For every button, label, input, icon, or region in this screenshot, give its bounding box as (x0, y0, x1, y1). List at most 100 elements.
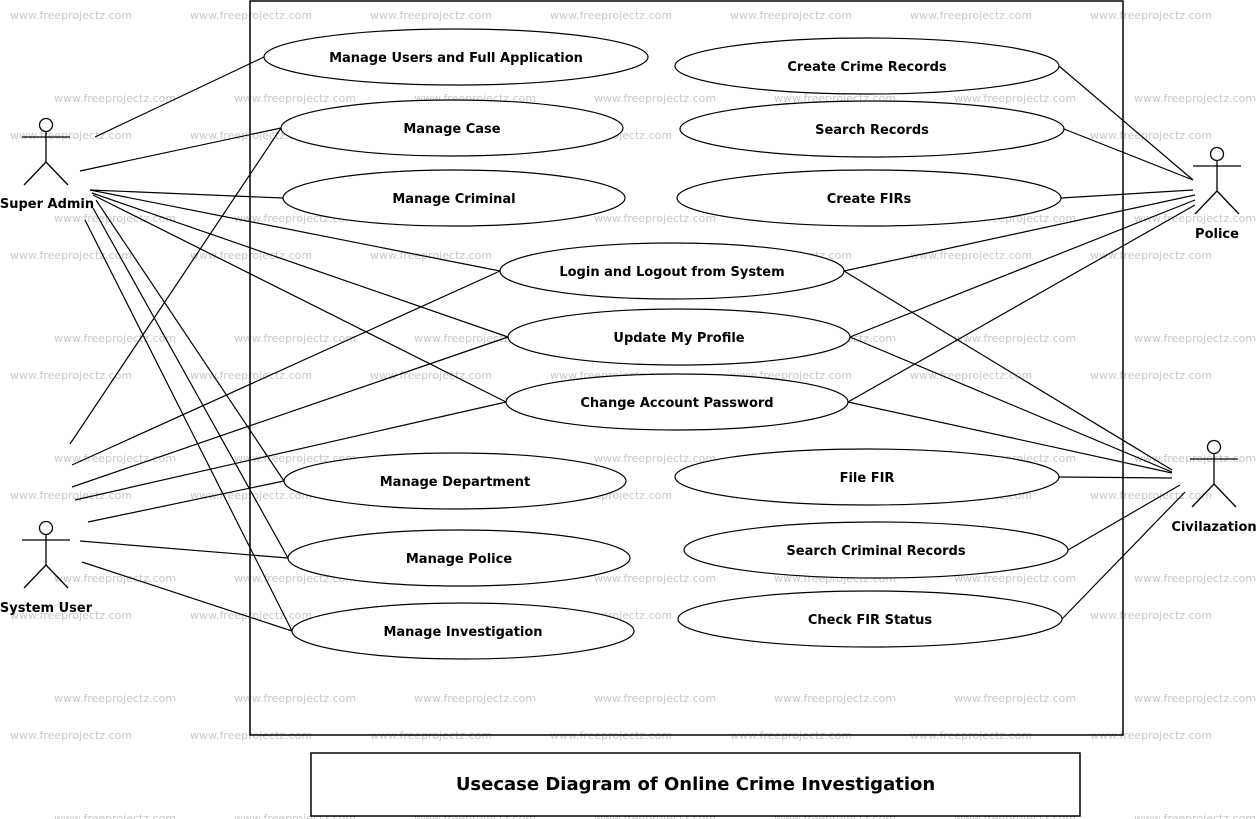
use-case-label: Login and Logout from System (559, 265, 784, 280)
watermark-text: www.freeprojectz.com (954, 572, 1076, 585)
watermark-text: www.freeprojectz.com (594, 572, 716, 585)
use-case-ellipse (674, 37, 1060, 95)
use-case-ellipse (683, 521, 1069, 579)
watermark-text: www.freeprojectz.com (190, 489, 312, 502)
watermark-text: www.freeprojectz.com (10, 129, 132, 142)
watermark-text: www.freeprojectz.com (910, 369, 1032, 382)
watermark-text: www.freeprojectz.com (414, 332, 536, 345)
use-case-ellipse (505, 373, 849, 431)
use-case-label: Manage Case (403, 122, 500, 137)
actor-label: System User (0, 601, 93, 616)
use-case-create-firs: Create FIRs (676, 169, 1062, 227)
watermark-text: www.freeprojectz.com (954, 692, 1076, 705)
actor-icon (1190, 439, 1238, 508)
watermark-text: www.freeprojectz.com (10, 609, 132, 622)
watermark-text: www.freeprojectz.com (190, 129, 312, 142)
use-case-search-records: Search Records (679, 100, 1065, 158)
watermark-text: www.freeprojectz.com (1090, 609, 1212, 622)
watermark-text: www.freeprojectz.com (954, 332, 1076, 345)
association-super-admin-manage-users (94, 56, 265, 138)
use-case-update-profile: Update My Profile (507, 308, 851, 366)
watermark-text: www.freeprojectz.com (910, 9, 1032, 22)
watermark-text: www.freeprojectz.com (1090, 9, 1212, 22)
actor-icon (1193, 146, 1241, 215)
use-case-ellipse (282, 169, 626, 227)
watermark-text: www.freeprojectz.com (594, 452, 716, 465)
use-case-ellipse (263, 28, 649, 86)
association-system-user-manage-case (69, 127, 282, 445)
watermark-text: www.freeprojectz.com (774, 692, 896, 705)
watermark-text: www.freeprojectz.com (234, 452, 356, 465)
use-case-ellipse (499, 242, 845, 300)
association-system-user-manage-police (79, 540, 289, 559)
association-civilazation-change-password (847, 401, 1173, 474)
watermark-text: www.freeprojectz.com (594, 212, 716, 225)
watermark-text: www.freeprojectz.com (1134, 692, 1256, 705)
actor-label: Police (1195, 227, 1239, 242)
watermark-text: www.freeprojectz.com (10, 489, 132, 502)
watermark-text: www.freeprojectz.com (190, 249, 312, 262)
actor-label: Super Admin (0, 197, 94, 212)
use-case-ellipse (291, 602, 635, 660)
use-case-ellipse (283, 452, 627, 510)
watermark-text: www.freeprojectz.com (54, 692, 176, 705)
watermark-text: www.freeprojectz.com (190, 9, 312, 22)
use-case-ellipse (280, 99, 624, 157)
use-case-ellipse (507, 308, 851, 366)
watermark-text: www.freeprojectz.com (54, 212, 176, 225)
watermark-text: www.freeprojectz.com (594, 692, 716, 705)
use-case-manage-investigation: Manage Investigation (291, 602, 635, 660)
watermark-text: www.freeprojectz.com (234, 332, 356, 345)
association-civilazation-login-logout (843, 270, 1173, 471)
association-police-search-records (1063, 128, 1194, 181)
association-super-admin-manage-criminal (89, 189, 284, 199)
use-case-ellipse (674, 448, 1060, 506)
use-case-manage-users: Manage Users and Full Application (263, 28, 649, 86)
watermark-text: www.freeprojectz.com (1090, 489, 1212, 502)
association-police-change-password (847, 204, 1196, 403)
actor-police: Police (1193, 146, 1241, 242)
use-case-label: Manage Criminal (392, 192, 515, 207)
association-super-admin-change-password (92, 194, 507, 403)
watermark-text: www.freeprojectz.com (234, 692, 356, 705)
use-case-manage-department: Manage Department (283, 452, 627, 510)
use-case-ellipse (679, 100, 1065, 158)
use-case-manage-case: Manage Case (280, 99, 624, 157)
actor-super-admin: Super Admin (0, 117, 94, 212)
watermark-text: www.freeprojectz.com (1134, 332, 1256, 345)
use-case-ellipse (677, 590, 1063, 648)
actor-icon (22, 520, 70, 589)
watermark-text: www.freeprojectz.com (10, 729, 132, 742)
use-case-check-fir-status: Check FIR Status (677, 590, 1063, 648)
association-system-user-manage-investigation (81, 561, 293, 632)
association-civilazation-check-fir-status (1061, 491, 1186, 620)
association-civilazation-file-fir (1058, 476, 1173, 479)
use-case-label: Manage Police (406, 552, 512, 567)
diagram-title: Usecase Diagram of Online Crime Investig… (456, 774, 935, 795)
watermark-text: www.freeprojectz.com (190, 609, 312, 622)
use-case-layer: Manage Users and Full ApplicationManage … (263, 28, 1069, 660)
watermark-text: www.freeprojectz.com (910, 249, 1032, 262)
use-case-label: File FIR (840, 471, 895, 486)
use-case-label: Manage Department (380, 475, 531, 490)
association-super-admin-manage-case (79, 127, 282, 172)
use-case-manage-criminal: Manage Criminal (282, 169, 626, 227)
watermark-text: www.freeprojectz.com (414, 692, 536, 705)
association-civilazation-update-profile (849, 336, 1173, 473)
use-case-label: Create Crime Records (787, 60, 947, 75)
watermark-text: www.freeprojectz.com (10, 369, 132, 382)
use-case-label: Create FIRs (827, 192, 912, 207)
watermark-text: www.freeprojectz.com (1134, 92, 1256, 105)
watermark-text: www.freeprojectz.com (190, 369, 312, 382)
watermark-text: www.freeprojectz.com (10, 249, 132, 262)
watermark-text: www.freeprojectz.com (370, 9, 492, 22)
watermark-text: www.freeprojectz.com (370, 249, 492, 262)
use-case-ellipse (676, 169, 1062, 227)
use-case-create-crime-records: Create Crime Records (674, 37, 1060, 95)
watermark-text: www.freeprojectz.com (1090, 729, 1212, 742)
watermark-text: www.freeprojectz.com (54, 572, 176, 585)
association-super-admin-manage-police (92, 207, 289, 559)
association-police-create-crime-records (1058, 65, 1194, 181)
